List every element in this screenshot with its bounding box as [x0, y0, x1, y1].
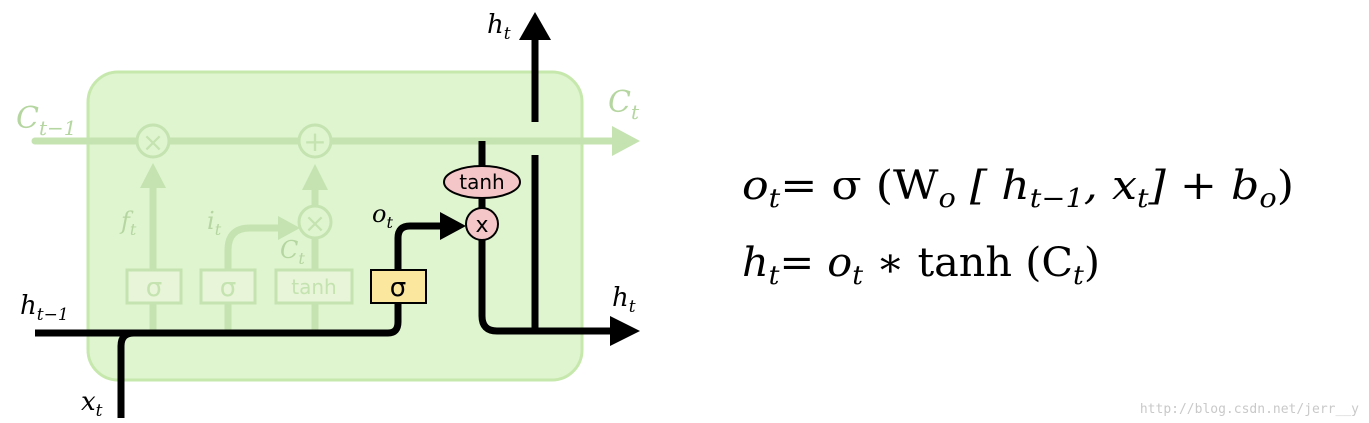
- o-gate-label: ot: [372, 200, 393, 232]
- h-prev-path: [35, 303, 402, 337]
- input-sigma-label: σ: [220, 273, 236, 303]
- input-gate-arrowhead: [278, 216, 300, 240]
- candidate-arrowhead: [302, 164, 328, 190]
- sigma-to-mult-arrowhead: [440, 212, 466, 240]
- forget-multiply-node: [135, 123, 171, 159]
- c-tilde-label: Ct: [280, 236, 305, 268]
- output-tanh-ellipse: [443, 165, 521, 199]
- output-sigma-label: σ: [390, 273, 406, 303]
- mult-output-path: [478, 240, 612, 335]
- output-multiply-symbol: x: [475, 213, 488, 238]
- h-right-arrowhead: [610, 316, 640, 346]
- output-tanh-label: tanh: [459, 170, 504, 194]
- candidate-tanh-label: tanh: [291, 275, 336, 299]
- h-top-label: ht: [487, 10, 511, 44]
- forget-sigma-label: σ: [146, 273, 162, 303]
- watermark-url: http://blog.csdn.net/jerr__y: [1139, 402, 1359, 417]
- faded-gate-boxes: σ σ tanh: [125, 268, 354, 305]
- i-gate-label: it: [207, 207, 222, 239]
- faded-labels: Ct−1 Ct ft it Ct: [16, 85, 640, 268]
- active-paths: [35, 40, 612, 418]
- cell-state-arrowhead: [612, 126, 640, 156]
- faded-nodes: × + ×: [135, 123, 333, 240]
- h-right-label: ht: [612, 283, 636, 317]
- x-input-label: xt: [81, 387, 103, 421]
- input-sigma-box: [199, 268, 257, 305]
- h-prev-label: ht−1: [20, 291, 69, 325]
- faded-arrowheads: [140, 126, 640, 240]
- active-arrowheads: [440, 12, 640, 346]
- input-gate-path: [224, 224, 286, 334]
- input-multiply-symbol: ×: [304, 209, 326, 239]
- add-symbol: +: [303, 125, 326, 158]
- forget-multiply-symbol: ×: [142, 128, 164, 158]
- output-multiply-node: [465, 207, 499, 241]
- output-sigma-box: [370, 269, 427, 304]
- c-next-label: Ct: [608, 85, 640, 124]
- forget-arrowhead: [140, 163, 166, 188]
- active-labels: ht ht ht−1 xt ot: [20, 10, 636, 421]
- sigma-output-path: [394, 222, 448, 270]
- c-prev-label: Ct−1: [16, 101, 77, 140]
- add-node: [297, 123, 333, 159]
- input-multiply-node: [297, 204, 333, 240]
- candidate-tanh-box: [274, 268, 354, 305]
- h-top-arrowhead: [519, 12, 551, 40]
- forget-sigma-box: [125, 268, 183, 305]
